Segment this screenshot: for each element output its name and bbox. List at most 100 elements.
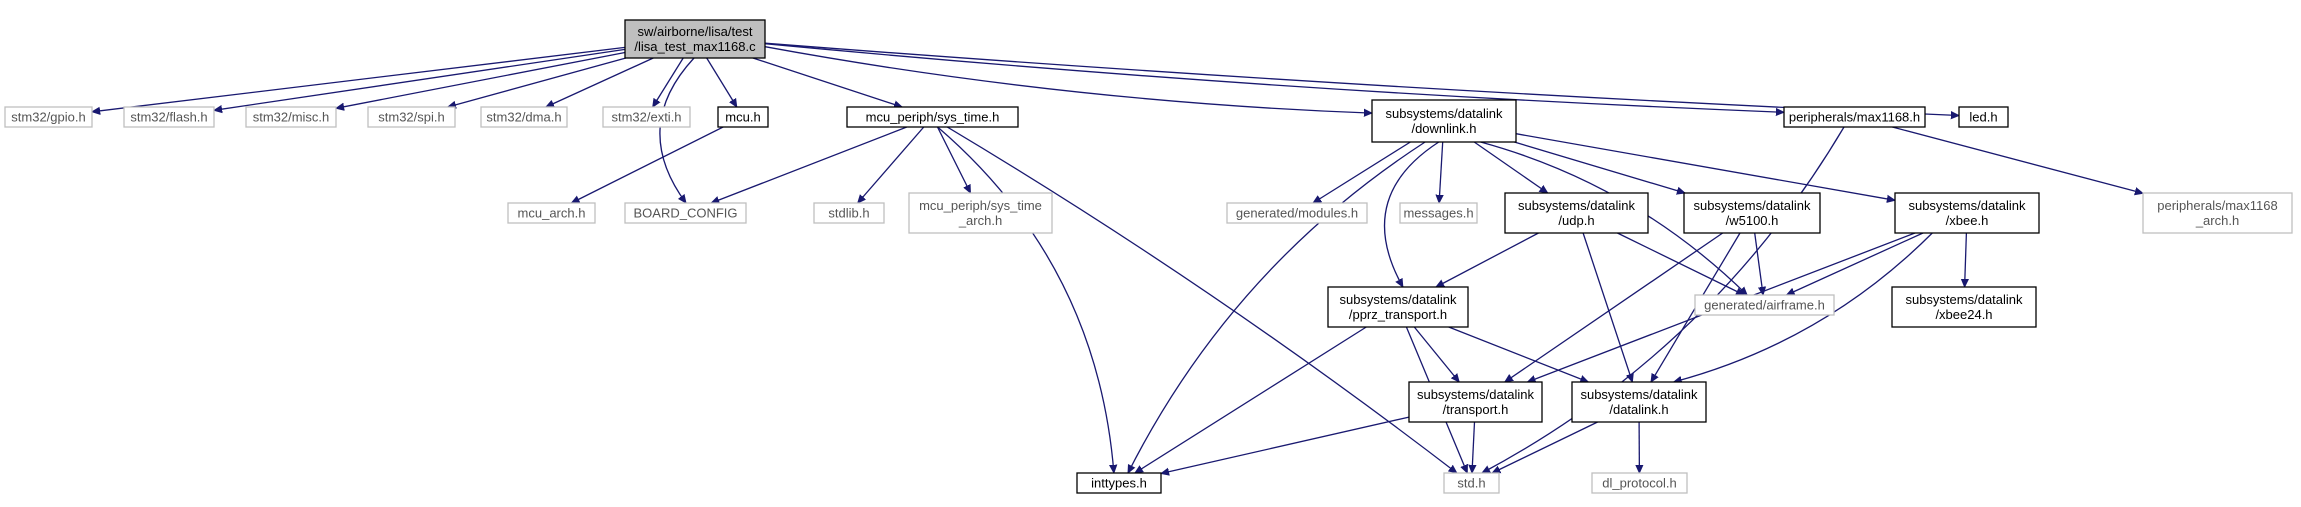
node-box (1327, 286, 1469, 328)
node-label: BOARD_CONFIG (633, 206, 737, 221)
node-box (480, 106, 568, 128)
node-mcu[interactable]: mcu.h (717, 106, 769, 128)
node-label: generated/modules.h (1236, 206, 1358, 221)
node-exti: stm32/exti.h (602, 106, 691, 128)
node-inttypes[interactable]: inttypes.h (1076, 472, 1162, 494)
node-label: mcu_periph/sys_time (919, 198, 1042, 213)
node-label: mcu.h (725, 110, 760, 125)
edge-pprz-to-datalink (1448, 326, 1589, 382)
node-w5100[interactable]: subsystems/datalink/w5100.h (1683, 192, 1821, 234)
node-box (813, 202, 885, 224)
node-box (123, 106, 215, 128)
node-label: subsystems/datalink (1339, 292, 1457, 307)
node-label: peripherals/max1168.h (1789, 110, 1920, 125)
node-label: subsystems/datalink (1905, 292, 2023, 307)
edge-max1168-to-max1168arch (1892, 126, 2143, 193)
edge-max1168-to-std (1482, 126, 1845, 474)
node-xbee[interactable]: subsystems/datalink/xbee.h (1894, 192, 2040, 234)
node-box (1226, 202, 1368, 224)
node-dlprotocol: dl_protocol.h (1591, 472, 1688, 494)
node-label: peripherals/max1168 (2157, 198, 2277, 213)
node-box (1076, 472, 1162, 494)
node-boardcfg: BOARD_CONFIG (624, 202, 747, 224)
node-box (1891, 286, 2037, 328)
node-systime[interactable]: mcu_periph/sys_time.h (846, 106, 1019, 128)
edge-systime-to-std (946, 126, 1457, 473)
node-label: /pprz_transport.h (1349, 307, 1447, 322)
node-label: dl_protocol.h (1602, 476, 1676, 491)
edge-w5100-to-transport (1505, 232, 1724, 382)
edge-xbee-to-xbee24 (1965, 232, 1967, 287)
node-label: /downlink.h (1411, 121, 1476, 136)
edge-xbee-to-datalink (1674, 232, 1933, 382)
edge-downlink-to-xbee (1515, 133, 1895, 201)
edge-downlink-to-inttypes (1127, 141, 1426, 473)
edge-downlink-to-messages (1439, 141, 1443, 203)
node-label: subsystems/datalink (1580, 387, 1698, 402)
node-label: /xbee24.h (1935, 307, 1992, 322)
node-max1168arch: peripherals/max1168_arch.h (2142, 192, 2293, 234)
node-label: _arch.h (2195, 213, 2239, 228)
node-box (1371, 99, 1517, 143)
node-led[interactable]: led.h (1958, 106, 2009, 128)
node-genmodules: generated/modules.h (1226, 202, 1368, 224)
node-pprz[interactable]: subsystems/datalink/pprz_transport.h (1327, 286, 1469, 328)
edge-systime-to-boardcfg (711, 126, 908, 203)
node-root[interactable]: sw/airborne/lisa/test/lisa_test_max1168.… (624, 19, 766, 59)
node-xbee24[interactable]: subsystems/datalink/xbee24.h (1891, 286, 2037, 328)
edge-root-to-led (764, 42, 1959, 115)
node-label: sw/airborne/lisa/test (638, 24, 753, 39)
node-mcuarch: mcu_arch.h (507, 202, 596, 224)
node-box (1504, 192, 1649, 234)
edge-root-to-misc (336, 51, 626, 109)
node-max1168[interactable]: peripherals/max1168.h (1783, 106, 1926, 128)
edge-downlink-to-w5100 (1514, 141, 1685, 193)
edge-udp-to-genairframe (1617, 232, 1744, 296)
node-label: generated/airframe.h (1704, 298, 1825, 313)
node-datalink[interactable]: subsystems/datalink/datalink.h (1571, 381, 1707, 423)
node-box (1571, 381, 1707, 423)
node-flash: stm32/flash.h (123, 106, 215, 128)
node-messages: messages.h (1399, 202, 1478, 224)
edge-mcu-to-mcuarch (571, 126, 724, 204)
edge-systime-to-stdlib (858, 126, 925, 203)
node-box (1443, 472, 1500, 494)
node-box (717, 106, 769, 128)
edge-root-to-spi (448, 57, 627, 107)
node-box (624, 19, 766, 59)
edge-systime-to-systimearch (936, 126, 972, 193)
node-dma: stm32/dma.h (480, 106, 568, 128)
node-label: stm32/flash.h (130, 110, 207, 125)
edge-systime-to-inttypes (937, 126, 1114, 473)
node-label: _arch.h (958, 213, 1002, 228)
edge-root-to-exti (653, 57, 684, 107)
node-box (1408, 381, 1543, 423)
edge-downlink-to-pprz (1383, 141, 1440, 287)
edges-layer (92, 42, 2143, 474)
node-box (908, 192, 1053, 234)
node-box (1783, 106, 1926, 128)
edge-udp-to-datalink (1582, 232, 1632, 382)
node-transport[interactable]: subsystems/datalink/transport.h (1408, 381, 1543, 423)
node-udp[interactable]: subsystems/datalink/udp.h (1504, 192, 1649, 234)
node-label: /w5100.h (1726, 213, 1779, 228)
node-label: /lisa_test_max1168.c (634, 39, 756, 54)
node-box (1591, 472, 1688, 494)
node-box (1399, 202, 1478, 224)
node-box (624, 202, 747, 224)
node-box (1894, 192, 2040, 234)
node-box (4, 106, 93, 128)
node-label: subsystems/datalink (1417, 387, 1535, 402)
node-downlink[interactable]: subsystems/datalink/downlink.h (1371, 99, 1517, 143)
edge-xbee-to-genairframe (1787, 232, 1924, 296)
edge-root-to-downlink (764, 46, 1372, 113)
edge-transport-to-inttypes (1161, 416, 1410, 473)
node-label: subsystems/datalink (1693, 198, 1811, 213)
edge-downlink-to-genmodules (1313, 141, 1411, 203)
node-label: stm32/gpio.h (11, 110, 85, 125)
node-box (846, 106, 1019, 128)
edge-root-to-boardcfg (659, 57, 695, 203)
node-box (2142, 192, 2293, 234)
edge-root-to-mcu (706, 57, 737, 107)
